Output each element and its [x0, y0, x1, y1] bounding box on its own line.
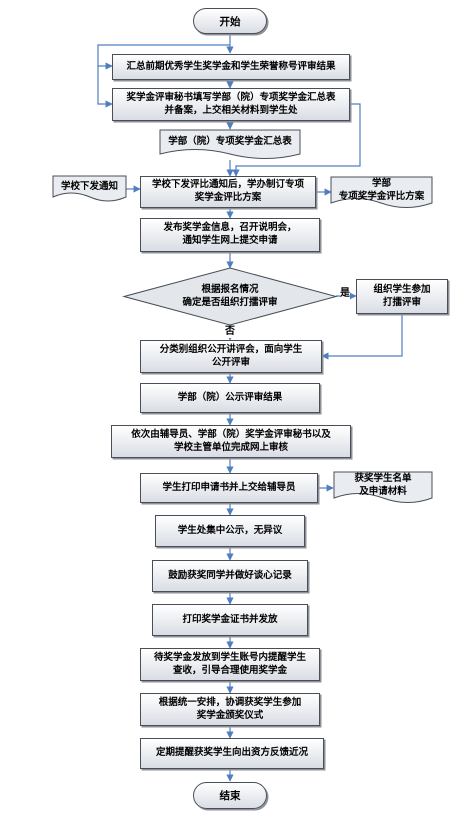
- step-publish-info-text: 发布奖学金信息，召开说明会， 通知学生网上提交申请: [163, 222, 297, 246]
- label-no: 否: [225, 326, 235, 338]
- step-remind-students: 待奖学金发放到学生账号内提醒学生 查收，引导合理使用奖学金: [140, 648, 320, 681]
- step-award-ceremony: 根据统一安排，协调获奖学生参加 奖学金颁奖仪式: [140, 693, 320, 726]
- step-print-application: 学生打印申请书并上交给辅导员: [140, 473, 318, 503]
- decision-diamond: [122, 267, 338, 326]
- arrow-right-loop: [232, 103, 361, 177]
- step-online-review-text: 依次由辅导员、学部（院）奖学金评审秘书以及 学校主管单位完成网上审核: [131, 428, 331, 453]
- step-public-review: 分类别组织公开讲评会，面向学生 公开评审: [140, 340, 322, 373]
- step-secretary-fill: 奖学金评审秘书填写学部（院）专项奖学金汇总表 并备案，上交相关材料到学生处: [112, 88, 350, 121]
- step-central-publicity-text: 学生处集中公示，无异议: [177, 524, 283, 536]
- decision-check-registration: 根据报名情况 确定是否组织打擂评审: [154, 280, 306, 313]
- step-secretary-fill-text: 奖学金评审秘书填写学部（院）专项奖学金汇总表 并备案，上交相关材料到学生处: [126, 91, 336, 116]
- step-encourage-talk: 鼓励获奖同学并做好谈心记录: [152, 560, 308, 592]
- label-yes: 是: [340, 288, 350, 300]
- doc-school-notice-text: 学校下发通知: [60, 180, 118, 192]
- doc-dept-plan-text: 学部 专项奖学金评比方案: [338, 178, 425, 202]
- step-public-review-text: 分类别组织公开讲评会，面向学生 公开评审: [159, 343, 303, 368]
- step-organize-contest: 组织学生参加 打擂评审: [356, 279, 448, 314]
- doc-dept-summary-table: 学部（院）专项奖学金汇总表: [160, 130, 300, 154]
- step-remind-students-text: 待奖学金发放到学生账号内提醒学生 查收，引导合理使用奖学金: [153, 651, 306, 676]
- step-print-certificate-text: 打印奖学金证书并发放: [182, 613, 278, 625]
- doc-dept-summary-table-text: 学部（院）专项奖学金汇总表: [168, 135, 292, 147]
- step-award-ceremony-text: 根据统一安排，协调获奖学生参加 奖学金颁奖仪式: [158, 696, 302, 721]
- start-label: 开始: [219, 15, 241, 28]
- step-online-review: 依次由辅导员、学部（院）奖学金评审秘书以及 学校主管单位完成网上审核: [111, 425, 351, 458]
- end-label: 结束: [219, 790, 241, 802]
- step-draft-plan: 学校下发评比通知后，学办制订专项 奖学金评比方案: [140, 176, 316, 208]
- doc-school-notice: 学校下发通知: [53, 176, 126, 198]
- doc-winner-list-text: 获奖学生名单 及申请材料: [354, 473, 412, 497]
- decision-check-registration-text: 根据报名情况 确定是否组织打擂评审: [182, 283, 278, 308]
- step-publish-info: 发布奖学金信息，召开说明会， 通知学生网上提交申请: [140, 218, 320, 252]
- step-central-publicity: 学生处集中公示，无异议: [155, 515, 305, 547]
- step-print-certificate: 打印奖学金证书并发放: [152, 604, 308, 636]
- step-announce-results-text: 学部（院）公示评审结果: [177, 391, 283, 403]
- step-feedback-text: 定期提醒获奖学生向出资方反馈近况: [155, 747, 308, 759]
- step-summary-results-text: 汇总前期优秀学生奖学金和学生荣誉称号评审结果: [126, 60, 336, 72]
- doc-shape-dept-summary-table: [159, 129, 301, 159]
- arrow-contest-to-review: [321, 314, 403, 360]
- doc-shape-school-notice: [52, 175, 127, 202]
- doc-dept-plan: 学部 专项奖学金评比方案: [331, 177, 432, 205]
- step-summary-results: 汇总前期优秀学生奖学金和学生荣誉称号评审结果: [112, 54, 350, 80]
- end-terminal: 结束: [193, 782, 267, 809]
- step-organize-contest-text: 组织学生参加 打擂评审: [373, 283, 431, 308]
- doc-shape-winner-list: [333, 471, 433, 503]
- step-feedback: 定期提醒获奖学生向出资方反馈近况: [140, 738, 324, 769]
- arrow-left-loop-secretary: [97, 66, 113, 108]
- arrow-left-loop-summary: [97, 44, 230, 70]
- doc-shape-dept-plan: [330, 176, 433, 208]
- start-terminal: 开始: [193, 8, 267, 34]
- step-draft-plan-text: 学校下发评比通知后，学办制订专项 奖学金评比方案: [151, 179, 304, 203]
- step-print-application-text: 学生打印申请书并上交给辅导员: [162, 481, 296, 493]
- step-announce-results: 学部（院）公示评审结果: [140, 383, 320, 413]
- step-encourage-talk-text: 鼓励获奖同学并做好谈心记录: [168, 569, 292, 581]
- doc-winner-list: 获奖学生名单 及申请材料: [334, 472, 432, 500]
